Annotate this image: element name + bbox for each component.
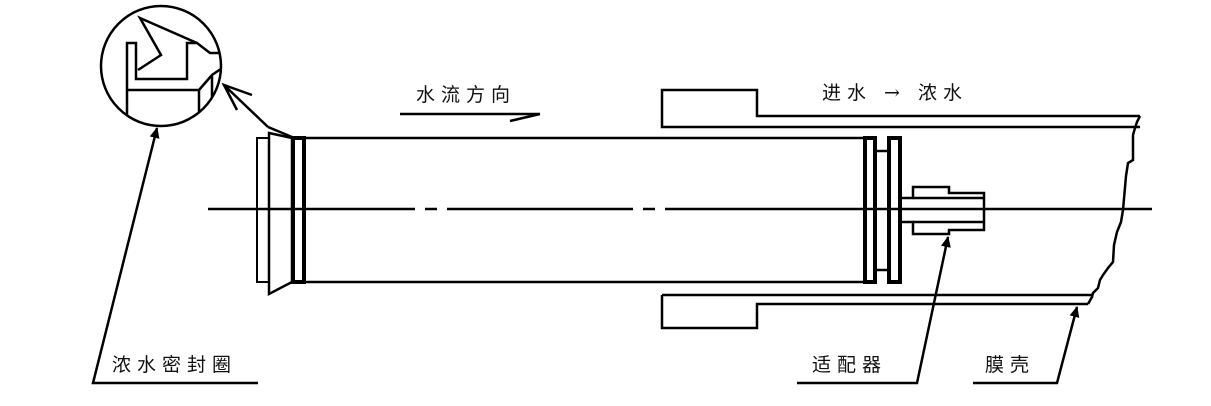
flow-direction-label: 水流方向 (416, 84, 517, 106)
brine-seal-detail (99, 4, 223, 128)
adapter-label: 适配器 (812, 354, 888, 376)
pressure-vessel (660, 88, 1142, 330)
brine-seal-label: 浓水密封圈 (112, 354, 238, 376)
label-leaders (91, 127, 1080, 385)
vessel-shell-label: 膜壳 (985, 354, 1036, 376)
membrane-element (256, 131, 902, 297)
feed-to-concentrate-label: 进水 → 浓水 (822, 82, 968, 104)
flow-direction-arrow (400, 112, 541, 123)
adapter (900, 185, 986, 236)
seal-detail-leader (221, 82, 293, 139)
